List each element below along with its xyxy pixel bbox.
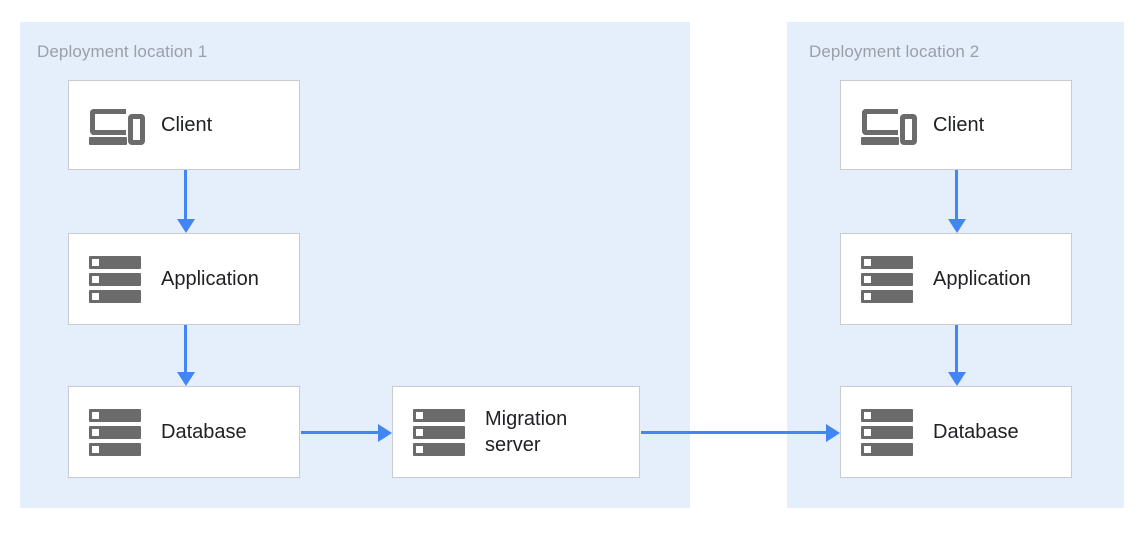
node-migration-server-label: Migration server xyxy=(485,408,568,456)
node-database-1[interactable]: Database xyxy=(68,386,300,478)
edge-client1-to-app1 xyxy=(184,170,187,220)
edge-client2-to-app2 xyxy=(955,170,958,220)
edge-db1-to-migration xyxy=(301,431,378,434)
node-client-1[interactable]: Client xyxy=(68,80,300,170)
server-stack-icon xyxy=(861,255,917,303)
client-devices-icon xyxy=(89,101,145,149)
deployment-zone-1-label: Deployment location 1 xyxy=(37,42,208,61)
node-application-1[interactable]: Application xyxy=(68,233,300,325)
server-stack-icon xyxy=(413,408,469,456)
node-client-2[interactable]: Client xyxy=(840,80,1072,170)
node-database-2[interactable]: Database xyxy=(840,386,1072,478)
node-client-1-label: Client xyxy=(161,114,213,136)
client-devices-icon xyxy=(861,101,917,149)
node-application-2-label: Application xyxy=(933,268,1031,290)
node-client-2-label: Client xyxy=(933,114,985,136)
deployment-zone-2-label: Deployment location 2 xyxy=(809,42,980,61)
node-application-1-label: Application xyxy=(161,268,259,290)
edge-migration-to-db2 xyxy=(641,431,826,434)
server-stack-icon xyxy=(861,408,917,456)
server-stack-icon xyxy=(89,408,145,456)
edge-app2-to-db2 xyxy=(955,325,958,373)
node-database-1-label: Database xyxy=(161,421,247,443)
node-migration-server[interactable]: Migration server xyxy=(392,386,640,478)
node-application-2[interactable]: Application xyxy=(840,233,1072,325)
server-stack-icon xyxy=(89,255,145,303)
node-database-2-label: Database xyxy=(933,421,1019,443)
edge-app1-to-db1 xyxy=(184,325,187,373)
